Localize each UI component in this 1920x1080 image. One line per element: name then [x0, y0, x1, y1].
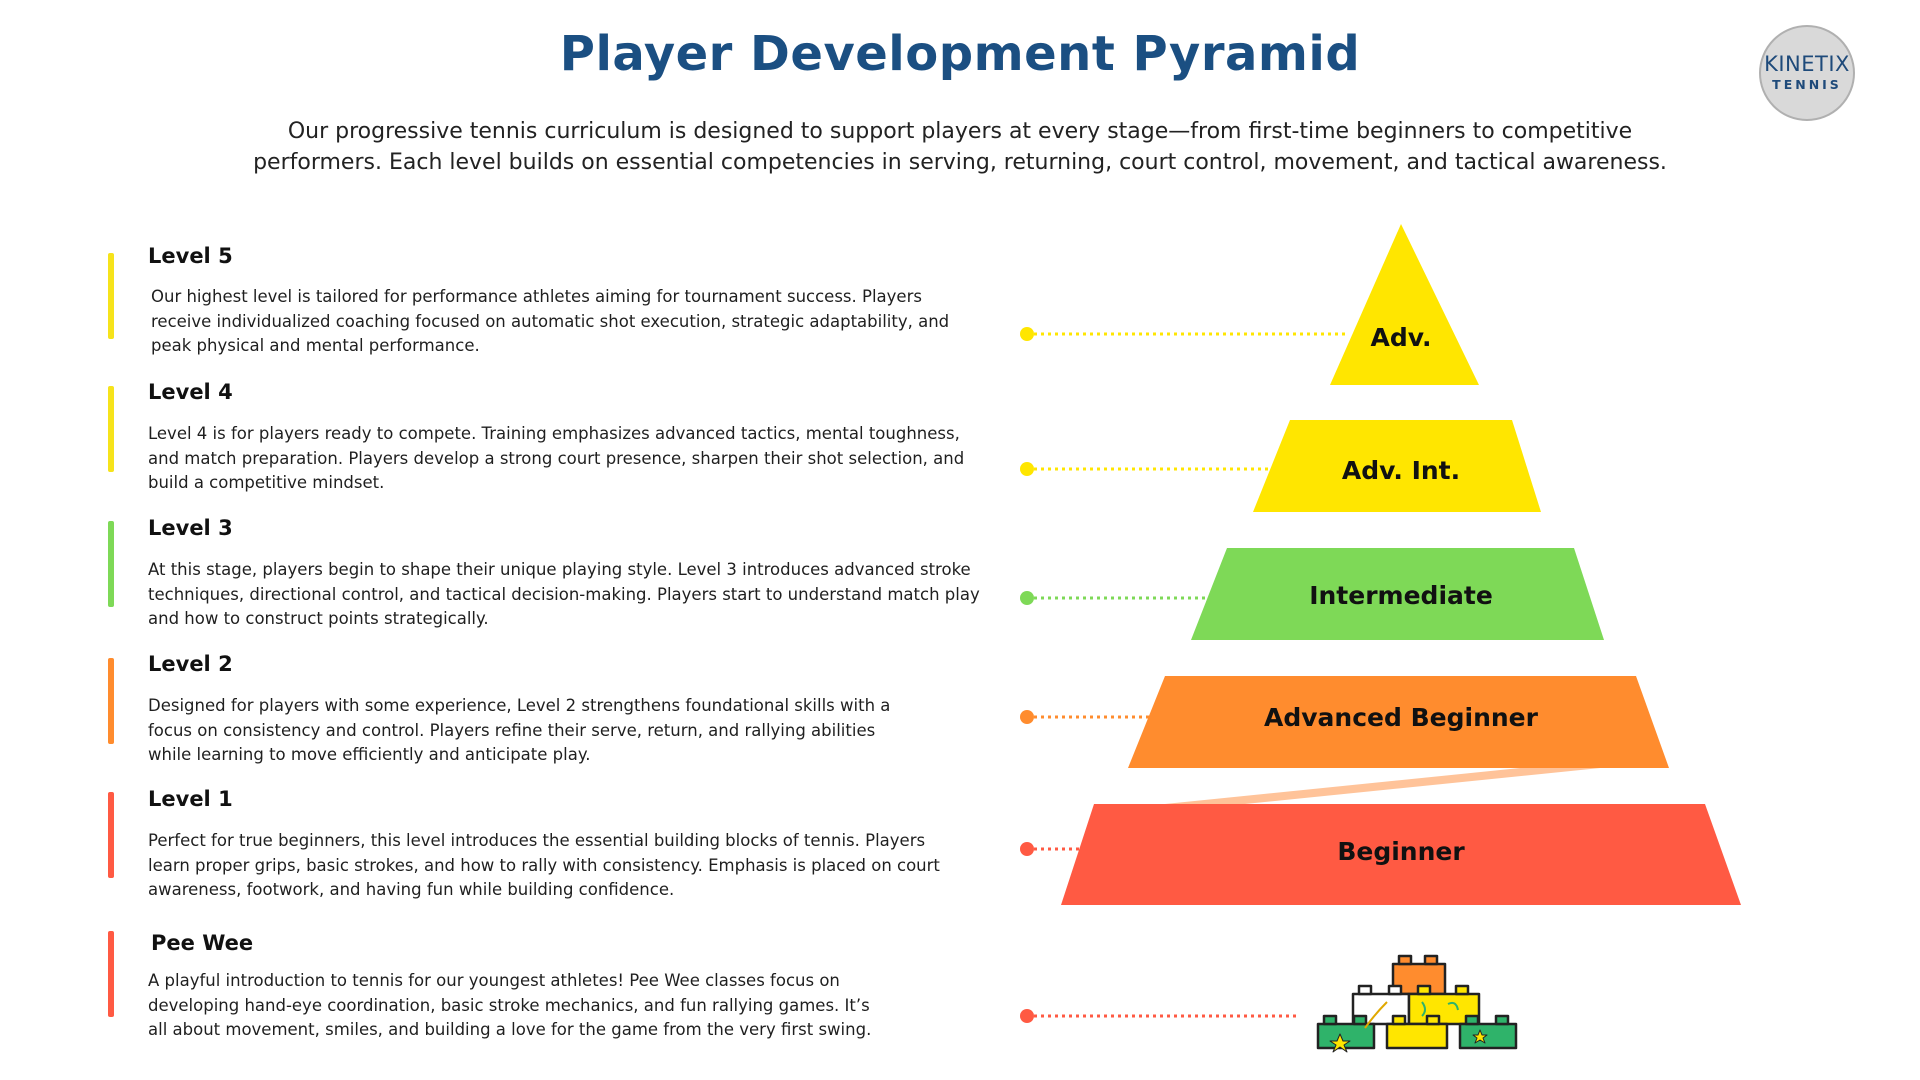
kinetix-tennis-logo: KINETIX TENNIS: [1759, 25, 1855, 121]
level-3-description: At this stage, players begin to shape th…: [148, 560, 980, 628]
intro-paragraph: Our progressive tennis curriculum is des…: [253, 119, 1667, 175]
level-5-title: Level 5: [148, 244, 233, 268]
leader-dot: [1020, 710, 1034, 724]
level-1-color-bar: [108, 792, 114, 878]
leader-dot: [1020, 591, 1034, 605]
toy-building-blocks-icon: [1316, 954, 1518, 1053]
level-5-color-bar: [108, 253, 114, 339]
tier-advanced-beginner: [1128, 676, 1669, 768]
level-3-title: Level 3: [148, 516, 233, 540]
tier-label-adv-int: Adv. Int.: [1342, 456, 1460, 485]
tier-beginner: [1061, 804, 1741, 905]
logo-bottom-text: TENNIS: [1772, 77, 1842, 92]
connector-ribbon: [1165, 766, 1620, 804]
level-4-title: Level 4: [148, 380, 233, 404]
level-4-description: Level 4 is for players ready to compete.…: [148, 424, 965, 492]
tier-label-adv: Adv.: [1371, 323, 1432, 352]
level-2-color-bar: [108, 658, 114, 744]
level-3-color-bar: [108, 521, 114, 607]
tier-label-advanced-beginner: Advanced Beginner: [1264, 703, 1539, 732]
pee-wee-color-bar: [108, 931, 114, 1017]
pee-wee-description: A playful introduction to tennis for our…: [148, 971, 872, 1039]
leader-dot: [1020, 327, 1034, 341]
level-1-description: Perfect for true beginners, this level i…: [148, 831, 940, 899]
level-5-description: Our highest level is tailored for perfor…: [151, 287, 950, 355]
page-title: Player Development Pyramid: [559, 26, 1361, 82]
leader-dot: [1020, 842, 1034, 856]
leader-dot: [1020, 1009, 1034, 1023]
level-2-description: Designed for players with some experienc…: [148, 696, 891, 764]
level-2-title: Level 2: [148, 652, 233, 676]
level-4-color-bar: [108, 386, 114, 472]
pee-wee-title: Pee Wee: [151, 931, 254, 955]
level-1-title: Level 1: [148, 787, 233, 811]
tier-adv: [1330, 224, 1479, 385]
tier-intermediate: [1191, 548, 1604, 640]
tier-label-intermediate: Intermediate: [1309, 581, 1493, 610]
tier-label-beginner: Beginner: [1337, 837, 1465, 866]
tier-adv-int: [1253, 420, 1541, 512]
leader-dot: [1020, 462, 1034, 476]
logo-top-text: KINETIX: [1764, 52, 1850, 76]
